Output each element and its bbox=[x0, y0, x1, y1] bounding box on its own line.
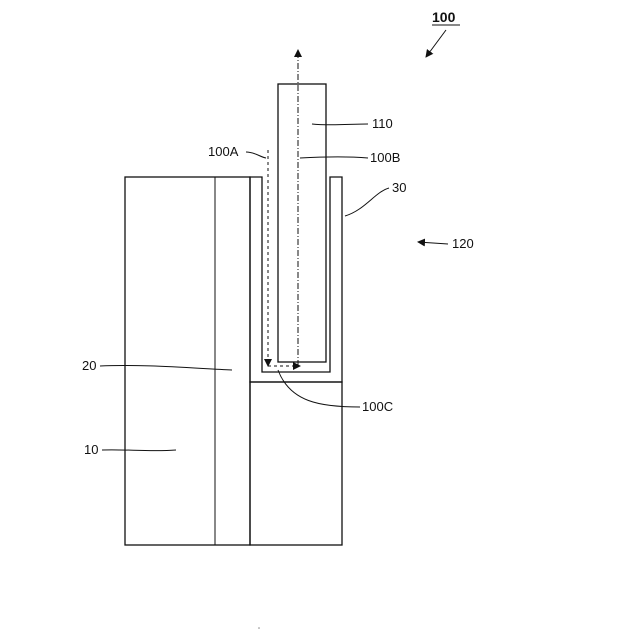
scan-speck bbox=[258, 627, 260, 629]
label-100B: 100B bbox=[370, 150, 400, 165]
container-30-outer bbox=[250, 177, 342, 382]
leader-10 bbox=[102, 450, 176, 451]
leader-20 bbox=[100, 365, 232, 370]
label-10: 10 bbox=[84, 442, 98, 457]
leader-100C bbox=[278, 370, 360, 407]
label-100A: 100A bbox=[208, 144, 239, 159]
leader-110 bbox=[312, 124, 368, 125]
label-100-arrow bbox=[426, 30, 446, 57]
arrow-120 bbox=[418, 242, 448, 244]
label-30: 30 bbox=[392, 180, 406, 195]
rod-110 bbox=[278, 84, 326, 362]
leader-30 bbox=[345, 188, 389, 216]
leader-100B bbox=[300, 157, 368, 158]
lower-right-block bbox=[250, 382, 342, 545]
label-120: 120 bbox=[452, 236, 474, 251]
label-20: 20 bbox=[82, 358, 96, 373]
label-100C: 100C bbox=[362, 399, 393, 414]
label-110: 110 bbox=[372, 116, 393, 131]
leader-100A bbox=[246, 152, 266, 158]
block-10 bbox=[125, 177, 250, 545]
label-100: 100 bbox=[432, 9, 456, 25]
